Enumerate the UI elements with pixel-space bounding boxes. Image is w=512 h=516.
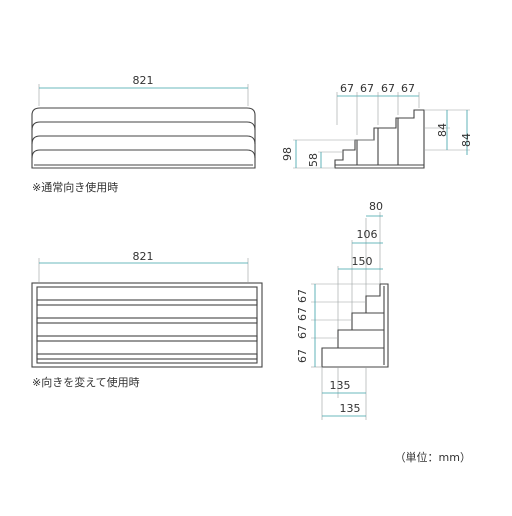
frame-outline <box>31 282 263 368</box>
dim-v2: 67 <box>296 307 309 321</box>
slat-1 <box>36 299 258 306</box>
side-view-normal: 67 67 67 67 98 58 84 84 <box>281 82 473 169</box>
dim-135a: 135 <box>330 379 351 392</box>
rail-1 <box>31 121 256 131</box>
dim-base-height: 58 <box>307 153 320 167</box>
dim-106: 106 <box>357 228 378 241</box>
slat-3 <box>36 335 258 342</box>
caption-normal-use: ※通常向き使用時 <box>32 180 118 194</box>
side-profile-rotated <box>321 283 389 368</box>
dim-top-width: 821 <box>133 74 154 87</box>
side-view-rotated: 80 106 150 67 67 67 67 135 135 <box>296 200 389 420</box>
dim-upper-step: 84 <box>436 123 449 137</box>
side-profile <box>334 109 425 169</box>
dim-step-1: 67 <box>340 82 354 95</box>
frame-inner <box>36 286 258 364</box>
front-view-rotated: 821 <box>31 250 263 368</box>
dim-step-3: 67 <box>381 82 395 95</box>
unit-label: （単位：mm） <box>395 450 471 464</box>
dim-v3: 67 <box>296 325 309 339</box>
dim-150: 150 <box>352 255 373 268</box>
slat-4 <box>36 353 258 360</box>
slat-2 <box>36 317 258 324</box>
rail-3 <box>31 149 256 159</box>
shelf-outline <box>31 107 256 169</box>
dim-v4: 67 <box>296 349 309 363</box>
dim-total-height: 98 <box>281 147 294 161</box>
dim-bottom-width: 821 <box>133 250 154 263</box>
dim-step-4: 67 <box>401 82 415 95</box>
dim-upper-total: 84 <box>460 133 473 147</box>
dim-v1: 67 <box>296 289 309 303</box>
caption-rotated-use: ※向きを変えて使用時 <box>32 375 140 389</box>
front-view-normal: 821 <box>31 74 256 169</box>
dim-step-2: 67 <box>360 82 374 95</box>
rail-2 <box>31 135 256 145</box>
dim-80: 80 <box>369 200 383 213</box>
dim-135b: 135 <box>340 402 361 415</box>
